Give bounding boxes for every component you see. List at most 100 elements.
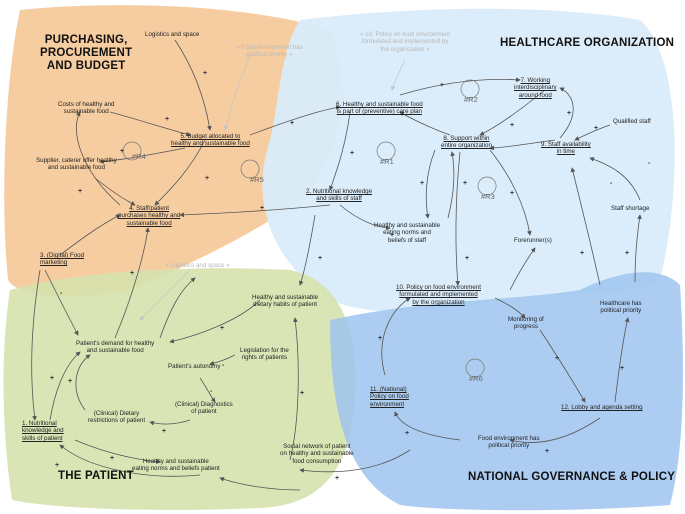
polarity-sign: +: [203, 70, 208, 77]
arrow: [219, 477, 301, 491]
polarity-sign: +: [335, 475, 340, 482]
node-logistics-space-top: Logistics and space: [145, 31, 200, 38]
polarity-sign: +: [555, 355, 560, 362]
polarity-sign: +: [390, 232, 395, 239]
loop-label-r4: #R4: [132, 152, 146, 161]
node-policy-10: 10. Policy on food environment formulate…: [396, 284, 481, 306]
arrow: [399, 77, 521, 96]
polarity-sign: +: [350, 150, 355, 157]
node-staff-purchases-4: 4. Staff/patient purchases healthy and s…: [118, 205, 181, 227]
node-food-env-priority-ghost: « Food environment has political priorit…: [236, 44, 303, 59]
node-patient-demand: Patient's demand for healthy and sustain…: [76, 340, 155, 355]
node-forerunners: Forerunner(s): [514, 237, 552, 244]
node-staff-availability-9: 9. Staff availability in time: [541, 141, 591, 156]
node-budget-5: 5. Budget allocated to healthy and susta…: [171, 133, 250, 148]
polarity-sign: +: [580, 250, 585, 257]
polarity-sign: +: [290, 120, 295, 127]
loop-arc-r6: [465, 358, 485, 378]
region-purchasing: [4, 5, 343, 297]
node-working-7: 7. Working interdisciplinary around food: [514, 77, 557, 99]
arrow: [249, 105, 341, 136]
arrow: [494, 297, 526, 319]
polarity-sign: +: [625, 250, 630, 257]
loop-label-r2: #R2: [464, 95, 478, 104]
arrow: [489, 149, 532, 236]
arrow: [59, 444, 201, 477]
node-nutritional-patient-1: 1. Nutritional knowledge and skills of p…: [22, 420, 64, 442]
ghost-arrow: [390, 59, 406, 91]
polarity-sign: -: [222, 362, 225, 369]
node-eating-norms-staff: Healthy and sustainable eating norms and…: [374, 222, 441, 244]
arrow: [328, 111, 351, 191]
arrow: [109, 111, 191, 137]
arrow: [159, 277, 196, 339]
node-logistics-space-ghost: « Logistics and space »: [165, 262, 230, 269]
node-costs: Costs of healthy and sustainable food: [58, 101, 115, 116]
node-healthcare-priority: Healthcare has political priority: [600, 300, 642, 315]
node-lobby-12: 12. Lobby and agenda setting: [561, 404, 643, 411]
arrow: [339, 204, 391, 231]
node-staff-shortage: Staff shortage: [611, 205, 650, 212]
arrow: [394, 411, 461, 441]
arrow: [49, 351, 81, 421]
arrow: [614, 317, 630, 403]
node-dietary-restrictions: (Clinical) Dietary restrictions of patie…: [88, 410, 146, 425]
loop-arc-r1: [376, 141, 396, 161]
loop-arc-r3: [477, 176, 497, 196]
region-title-patient: THE PATIENT: [58, 470, 134, 482]
node-national-policy-11: 11. (National) Policy on food environmen…: [370, 386, 409, 408]
arrow: [59, 214, 121, 256]
arrow: [424, 149, 436, 219]
loop-arc-r2: [460, 79, 480, 99]
arrow: [149, 419, 191, 426]
polarity-sign: +: [465, 255, 470, 262]
arrow: [539, 329, 586, 403]
polarity-sign: +: [545, 448, 550, 455]
polarity-sign: +: [162, 428, 167, 435]
region-healthcare: [262, 8, 675, 312]
node-supplier: Supplier, caterer offer healthy and sust…: [36, 157, 117, 172]
node-digital-marketing-3: 3. (Digital) Food marketing: [40, 252, 85, 267]
polarity-sign: +: [440, 82, 445, 89]
arrow: [74, 439, 161, 464]
arrow: [154, 139, 206, 206]
arrow: [169, 299, 261, 344]
polarity-sign: +: [510, 122, 515, 129]
region-patient: [3, 268, 356, 510]
arrow: [381, 297, 411, 376]
arrow: [44, 269, 79, 336]
polarity-sign: -: [648, 160, 651, 167]
loop-arc-r4: [122, 141, 142, 161]
arrow: [114, 227, 150, 339]
polarity-sign: -: [610, 180, 613, 187]
polarity-sign: -: [60, 290, 63, 297]
arrow: [298, 214, 316, 286]
polarity-sign: +: [378, 335, 383, 342]
polarity-sign: +: [318, 255, 323, 262]
arrow: [289, 317, 299, 461]
arrow: [199, 377, 216, 403]
arrow: [455, 151, 461, 286]
ghost-arrow: [139, 269, 191, 321]
node-food-env-priority: Food environment has political priority: [478, 435, 540, 450]
node-nutritional-staff-2: 2. Nutritional knowledge and skills of s…: [306, 188, 373, 203]
loop-label-r3: #R3: [481, 192, 495, 201]
polarity-sign: +: [55, 462, 60, 469]
arrow: [509, 417, 601, 444]
polarity-sign: +: [300, 390, 305, 397]
polarity-sign: +: [620, 365, 625, 372]
node-social-network: Social network of patient on healthy and…: [280, 443, 354, 465]
arrow: [589, 157, 641, 201]
node-policy-10-ghost: « 10. Policy on food environment formula…: [360, 31, 451, 53]
region-governance: [330, 272, 683, 511]
arrow: [209, 354, 236, 366]
arrow: [509, 247, 536, 291]
polarity-sign: +: [220, 325, 225, 332]
polarity-sign: +: [205, 175, 210, 182]
polarity-sign: +: [420, 180, 425, 187]
arrow: [299, 449, 411, 473]
node-monitoring: Monitoring of progress: [508, 316, 544, 331]
polarity-sign: +: [594, 125, 599, 132]
loop-arc-r5: [240, 159, 260, 179]
